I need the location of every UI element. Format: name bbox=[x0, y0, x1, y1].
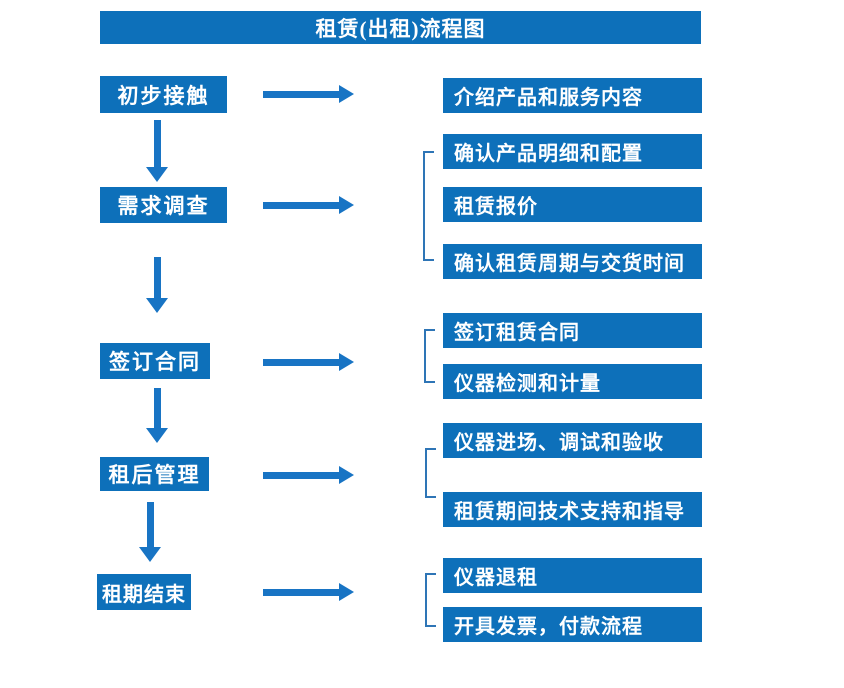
detail-box-confirm-product-details: 确认产品明细和配置 bbox=[443, 134, 702, 169]
flow-arrow-right-icon-3 bbox=[263, 353, 354, 371]
arrow-shaft bbox=[263, 471, 339, 479]
flow-arrow-right-icon-5 bbox=[263, 583, 354, 601]
arrow-head bbox=[339, 583, 354, 601]
stage-box-post-rental-management: 租后管理 bbox=[100, 457, 209, 491]
arrow-head bbox=[339, 466, 354, 484]
detail-box-rental-quotation: 租赁报价 bbox=[443, 187, 702, 222]
arrow-shaft bbox=[153, 120, 161, 167]
arrow-shaft bbox=[146, 502, 154, 547]
flow-arrow-down-icon-4 bbox=[139, 502, 161, 562]
arrow-shaft bbox=[263, 201, 339, 209]
detail-box-instrument-setup-acceptance: 仪器进场、调试和验收 bbox=[443, 423, 702, 458]
flow-arrow-right-icon-4 bbox=[263, 466, 354, 484]
group-bracket-icon-contract-signing bbox=[424, 329, 435, 383]
detail-box-confirm-rental-period: 确认租赁周期与交货时间 bbox=[443, 244, 702, 279]
stage-box-demand-survey: 需求调查 bbox=[100, 187, 227, 223]
flow-arrow-right-icon-2 bbox=[263, 196, 354, 214]
stage-box-contract-signing: 签订合同 bbox=[100, 343, 210, 379]
detail-box-sign-rental-contract: 签订租赁合同 bbox=[443, 313, 702, 348]
detail-box-technical-support: 租赁期间技术支持和指导 bbox=[443, 492, 702, 527]
arrow-shaft bbox=[263, 90, 339, 98]
arrow-head bbox=[146, 298, 168, 313]
detail-box-invoice-payment: 开具发票，付款流程 bbox=[443, 607, 702, 642]
arrow-head bbox=[339, 85, 354, 103]
arrow-shaft bbox=[263, 588, 339, 596]
flow-arrow-down-icon-2 bbox=[146, 257, 168, 313]
detail-box-introduce-products: 介绍产品和服务内容 bbox=[443, 78, 702, 113]
arrow-head bbox=[339, 196, 354, 214]
arrow-head bbox=[339, 353, 354, 371]
arrow-head bbox=[146, 428, 168, 443]
flow-arrow-down-icon-1 bbox=[146, 120, 168, 182]
arrow-shaft bbox=[153, 257, 161, 298]
flow-arrow-down-icon-3 bbox=[146, 388, 168, 443]
flowchart-title: 租赁(出租)流程图 bbox=[100, 11, 701, 44]
flow-arrow-right-icon-1 bbox=[263, 85, 354, 103]
arrow-shaft bbox=[153, 388, 161, 428]
group-bracket-icon-rental-end bbox=[425, 573, 436, 627]
stage-box-initial-contact: 初步接触 bbox=[100, 76, 227, 113]
stage-box-rental-end: 租期结束 bbox=[97, 574, 191, 610]
group-bracket-icon-post-rental bbox=[425, 448, 436, 498]
group-bracket-icon-demand-survey bbox=[423, 151, 434, 261]
arrow-head bbox=[139, 547, 161, 562]
detail-box-instrument-testing: 仪器检测和计量 bbox=[443, 364, 702, 399]
arrow-shaft bbox=[263, 358, 339, 366]
detail-box-instrument-return: 仪器退租 bbox=[443, 558, 702, 593]
arrow-head bbox=[146, 167, 168, 182]
